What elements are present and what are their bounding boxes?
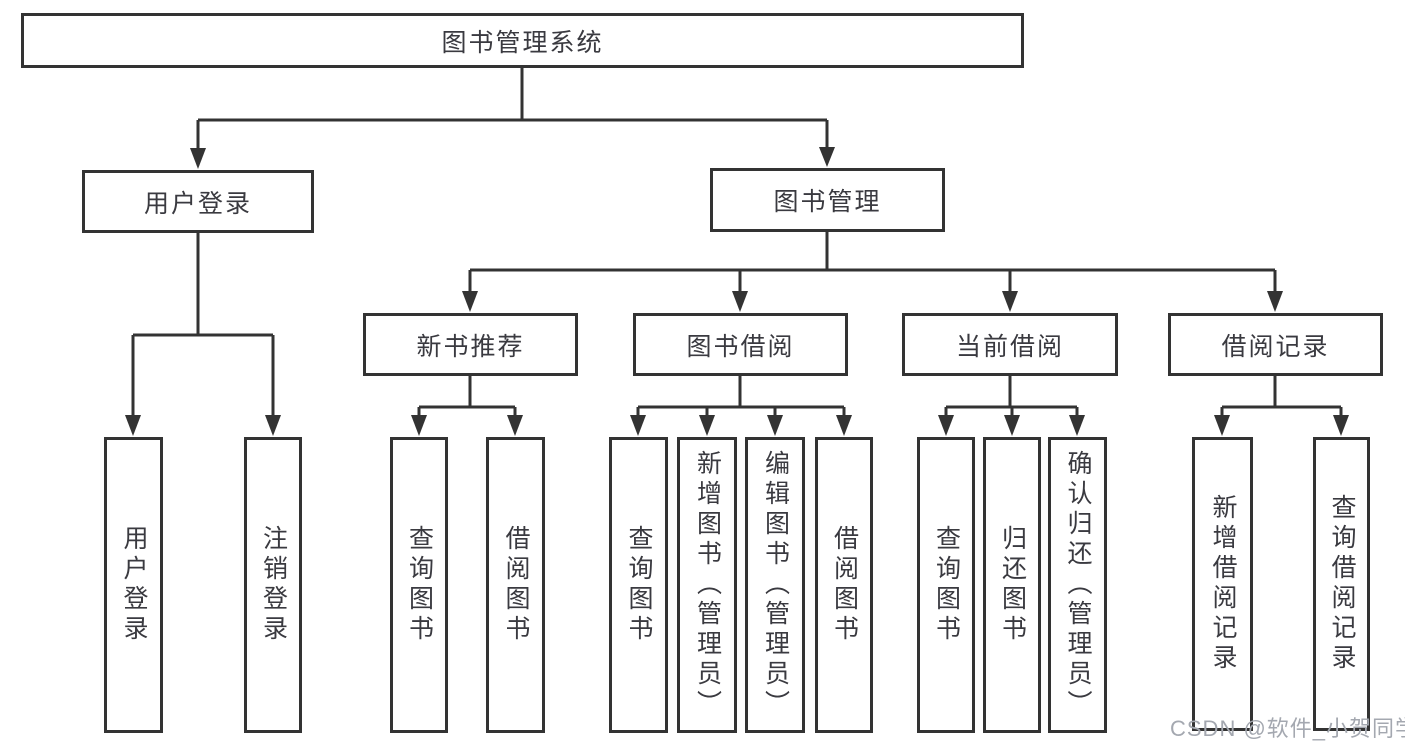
leaf-borrow-borrow-books: 借阅图书: [815, 437, 873, 733]
leaf-borrow-edit-books-label: 编辑图书（管理员）: [761, 450, 790, 720]
leaf-borrow-add-books: 新增图书（管理员）: [677, 437, 737, 733]
leaf-borrow-query-books: 查询图书: [609, 437, 668, 733]
leaf-user-login: 用户登录: [104, 437, 163, 733]
connector-user-login: [125, 233, 281, 436]
connector-book-management: [462, 232, 1283, 312]
node-user-login-label: 用户登录: [143, 189, 252, 218]
node-new-book-recommend-label: 新书推荐: [416, 332, 525, 361]
leaf-logout-label: 注销登录: [259, 525, 288, 645]
node-borrow-records-label: 借阅记录: [1221, 332, 1330, 361]
node-borrow-records: 借阅记录: [1168, 313, 1383, 376]
node-user-login: 用户登录: [82, 170, 314, 233]
leaf-current-query-books-label: 查询图书: [932, 525, 961, 645]
connector-book-borrow: [630, 376, 852, 436]
leaf-current-return-books: 归还图书: [983, 437, 1041, 733]
leaf-borrow-query-books-label: 查询图书: [625, 525, 653, 645]
node-book-management: 图书管理: [710, 168, 945, 232]
leaf-current-confirm-return-label: 确认归还（管理员）: [1064, 450, 1092, 720]
leaf-current-return-books-label: 归还图书: [998, 525, 1027, 645]
node-root-label: 图书管理系统: [441, 28, 604, 57]
leaf-records-query-record: 查询借阅记录: [1313, 437, 1370, 731]
leaf-current-confirm-return: 确认归还（管理员）: [1048, 437, 1107, 733]
node-book-borrow-label: 图书借阅: [686, 332, 795, 361]
node-current-borrow: 当前借阅: [902, 313, 1118, 376]
node-current-borrow-label: 当前借阅: [955, 332, 1064, 361]
watermark: CSDN @软件_小贺同学: [1170, 716, 1405, 741]
leaf-logout: 注销登录: [244, 437, 302, 733]
leaf-recommend-borrow-books-label: 借阅图书: [502, 525, 530, 645]
node-root: 图书管理系统: [21, 13, 1024, 68]
leaf-borrow-borrow-books-label: 借阅图书: [830, 525, 859, 645]
node-book-borrow: 图书借阅: [633, 313, 848, 376]
leaf-user-login-label: 用户登录: [120, 525, 148, 645]
connector-new-book-recommend: [411, 376, 523, 436]
leaf-recommend-query-books: 查询图书: [390, 437, 448, 733]
leaf-records-add-record: 新增借阅记录: [1192, 437, 1253, 731]
connector-current-borrow: [938, 376, 1085, 436]
connector-borrow-records: [1214, 376, 1349, 436]
leaf-borrow-edit-books: 编辑图书（管理员）: [745, 437, 805, 733]
node-book-management-label: 图书管理: [773, 188, 882, 216]
leaf-borrow-add-books-label: 新增图书（管理员）: [693, 450, 722, 720]
leaf-records-add-record-label: 新增借阅记录: [1209, 494, 1237, 674]
leaf-records-query-record-label: 查询借阅记录: [1328, 494, 1356, 674]
leaf-recommend-borrow-books: 借阅图书: [486, 437, 545, 733]
connector-root: [190, 68, 835, 169]
leaf-recommend-query-books-label: 查询图书: [405, 525, 434, 645]
node-new-book-recommend: 新书推荐: [363, 313, 578, 376]
leaf-current-query-books: 查询图书: [917, 437, 975, 733]
